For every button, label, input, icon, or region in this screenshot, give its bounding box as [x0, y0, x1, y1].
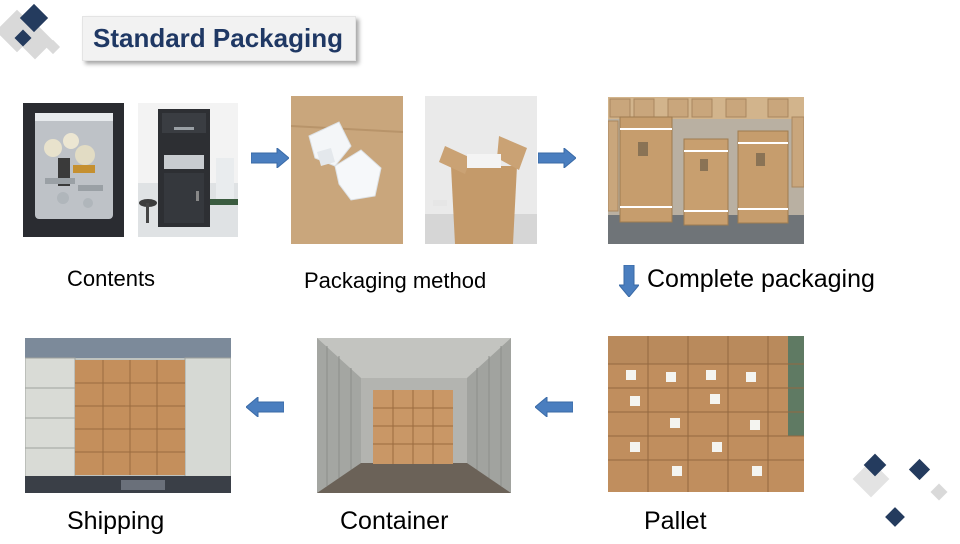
- block-arrow-left-icon: [535, 397, 573, 417]
- page-title: Standard Packaging: [93, 23, 343, 53]
- step-label-packaging-method: Packaging method: [304, 268, 487, 293]
- photo-shipping: [25, 338, 231, 493]
- block-arrow-icon: [251, 148, 289, 168]
- step-label-contents: Contents: [67, 266, 156, 291]
- step-label-shipping: Shipping: [67, 507, 165, 535]
- diamond-decor-icon: [908, 458, 931, 481]
- photo-pallet: [608, 336, 804, 492]
- diamond-decor-icon: [930, 483, 948, 501]
- step-label-container: Container: [340, 507, 449, 535]
- photo-complete-packaging: [608, 97, 804, 244]
- step-label-complete-packaging: Complete packaging: [647, 265, 875, 293]
- photo-contents-hardware-bag: [23, 103, 124, 237]
- photo-contents-mailbox: [138, 103, 238, 237]
- diamond-decor-icon: [885, 507, 905, 527]
- block-arrow-icon: [538, 148, 576, 168]
- title-box: Standard Packaging: [82, 16, 356, 61]
- block-arrow-left-icon: [246, 397, 284, 417]
- block-arrow-down-icon: [619, 265, 639, 297]
- step-label-pallet: Pallet: [644, 507, 707, 535]
- photo-packaging-box: [425, 96, 537, 244]
- photo-container: [317, 338, 511, 493]
- photo-packaging-foam: [291, 96, 403, 244]
